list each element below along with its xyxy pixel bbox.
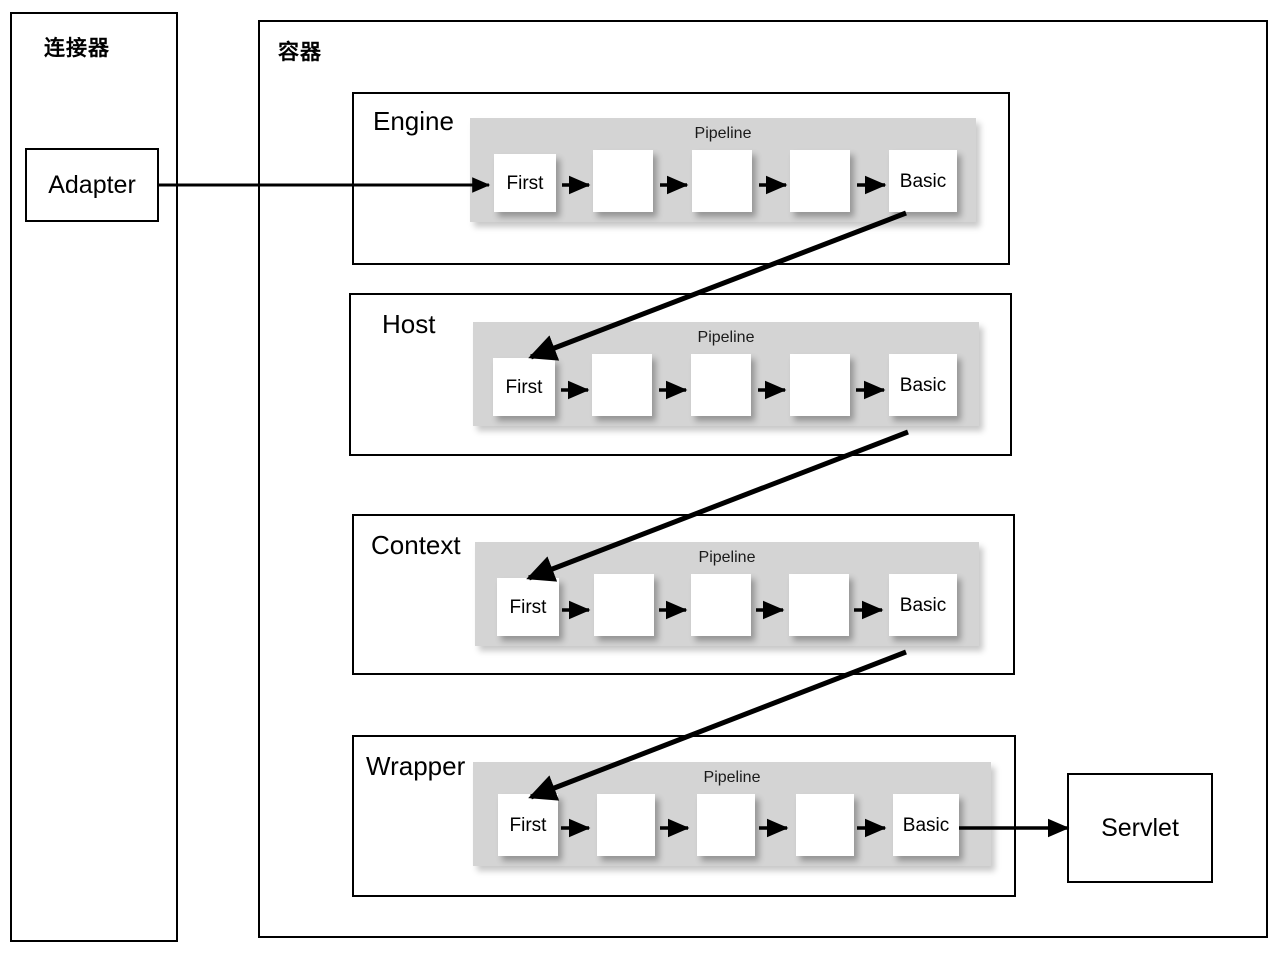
pipeline-wrapper-label: Pipeline bbox=[703, 769, 761, 786]
valve-engine-first[interactable]: First bbox=[494, 154, 556, 212]
section-wrapper-title: Wrapper bbox=[366, 751, 466, 781]
valve-wrapper-basic-label: Basic bbox=[902, 814, 950, 836]
pipeline-context: Pipeline First Basic bbox=[475, 542, 979, 646]
servlet-box[interactable]: Servlet bbox=[1067, 773, 1213, 883]
pipeline-engine: Pipeline First Basic bbox=[470, 118, 976, 222]
section-engine-title: Engine bbox=[373, 106, 454, 136]
valve-context-first[interactable]: First bbox=[497, 578, 559, 636]
valve-wrapper-3[interactable] bbox=[697, 794, 755, 856]
valve-context-3[interactable] bbox=[691, 574, 751, 636]
valve-host-2[interactable] bbox=[592, 354, 652, 416]
container-panel-title: 容器 bbox=[278, 41, 322, 64]
servlet-label: Servlet bbox=[1101, 813, 1179, 842]
pipeline-wrapper: Pipeline First Basic bbox=[473, 762, 991, 866]
valve-host-basic-label: Basic bbox=[899, 374, 947, 396]
valve-wrapper-basic[interactable]: Basic bbox=[893, 794, 959, 856]
pipeline-context-label: Pipeline bbox=[698, 549, 756, 566]
valve-context-4[interactable] bbox=[789, 574, 849, 636]
section-context-title: Context bbox=[371, 530, 461, 560]
valve-context-2[interactable] bbox=[594, 574, 654, 636]
valve-context-first-label: First bbox=[509, 596, 547, 618]
section-host-title: Host bbox=[382, 309, 436, 339]
adapter-box[interactable]: Adapter bbox=[25, 148, 159, 222]
valve-engine-3[interactable] bbox=[692, 150, 752, 212]
connector-panel-title: 连接器 bbox=[44, 37, 110, 60]
adapter-label: Adapter bbox=[48, 170, 136, 199]
valve-engine-basic[interactable]: Basic bbox=[889, 150, 957, 212]
valve-wrapper-first-label: First bbox=[509, 814, 547, 836]
valve-host-4[interactable] bbox=[790, 354, 850, 416]
valve-wrapper-2[interactable] bbox=[597, 794, 655, 856]
valve-engine-first-label: First bbox=[506, 172, 544, 194]
valve-host-first-label: First bbox=[505, 376, 543, 398]
pipeline-host-label: Pipeline bbox=[697, 329, 755, 346]
valve-host-3[interactable] bbox=[691, 354, 751, 416]
valve-host-basic[interactable]: Basic bbox=[889, 354, 957, 416]
valve-engine-4[interactable] bbox=[790, 150, 850, 212]
valve-wrapper-first[interactable]: First bbox=[498, 794, 558, 856]
pipeline-host: Pipeline First Basic bbox=[473, 322, 979, 426]
pipeline-engine-label: Pipeline bbox=[694, 125, 752, 142]
valve-host-first[interactable]: First bbox=[493, 358, 555, 416]
valve-context-basic-label: Basic bbox=[899, 594, 947, 616]
valve-engine-basic-label: Basic bbox=[899, 170, 947, 192]
valve-wrapper-4[interactable] bbox=[796, 794, 854, 856]
valve-engine-2[interactable] bbox=[593, 150, 653, 212]
valve-context-basic[interactable]: Basic bbox=[889, 574, 957, 636]
